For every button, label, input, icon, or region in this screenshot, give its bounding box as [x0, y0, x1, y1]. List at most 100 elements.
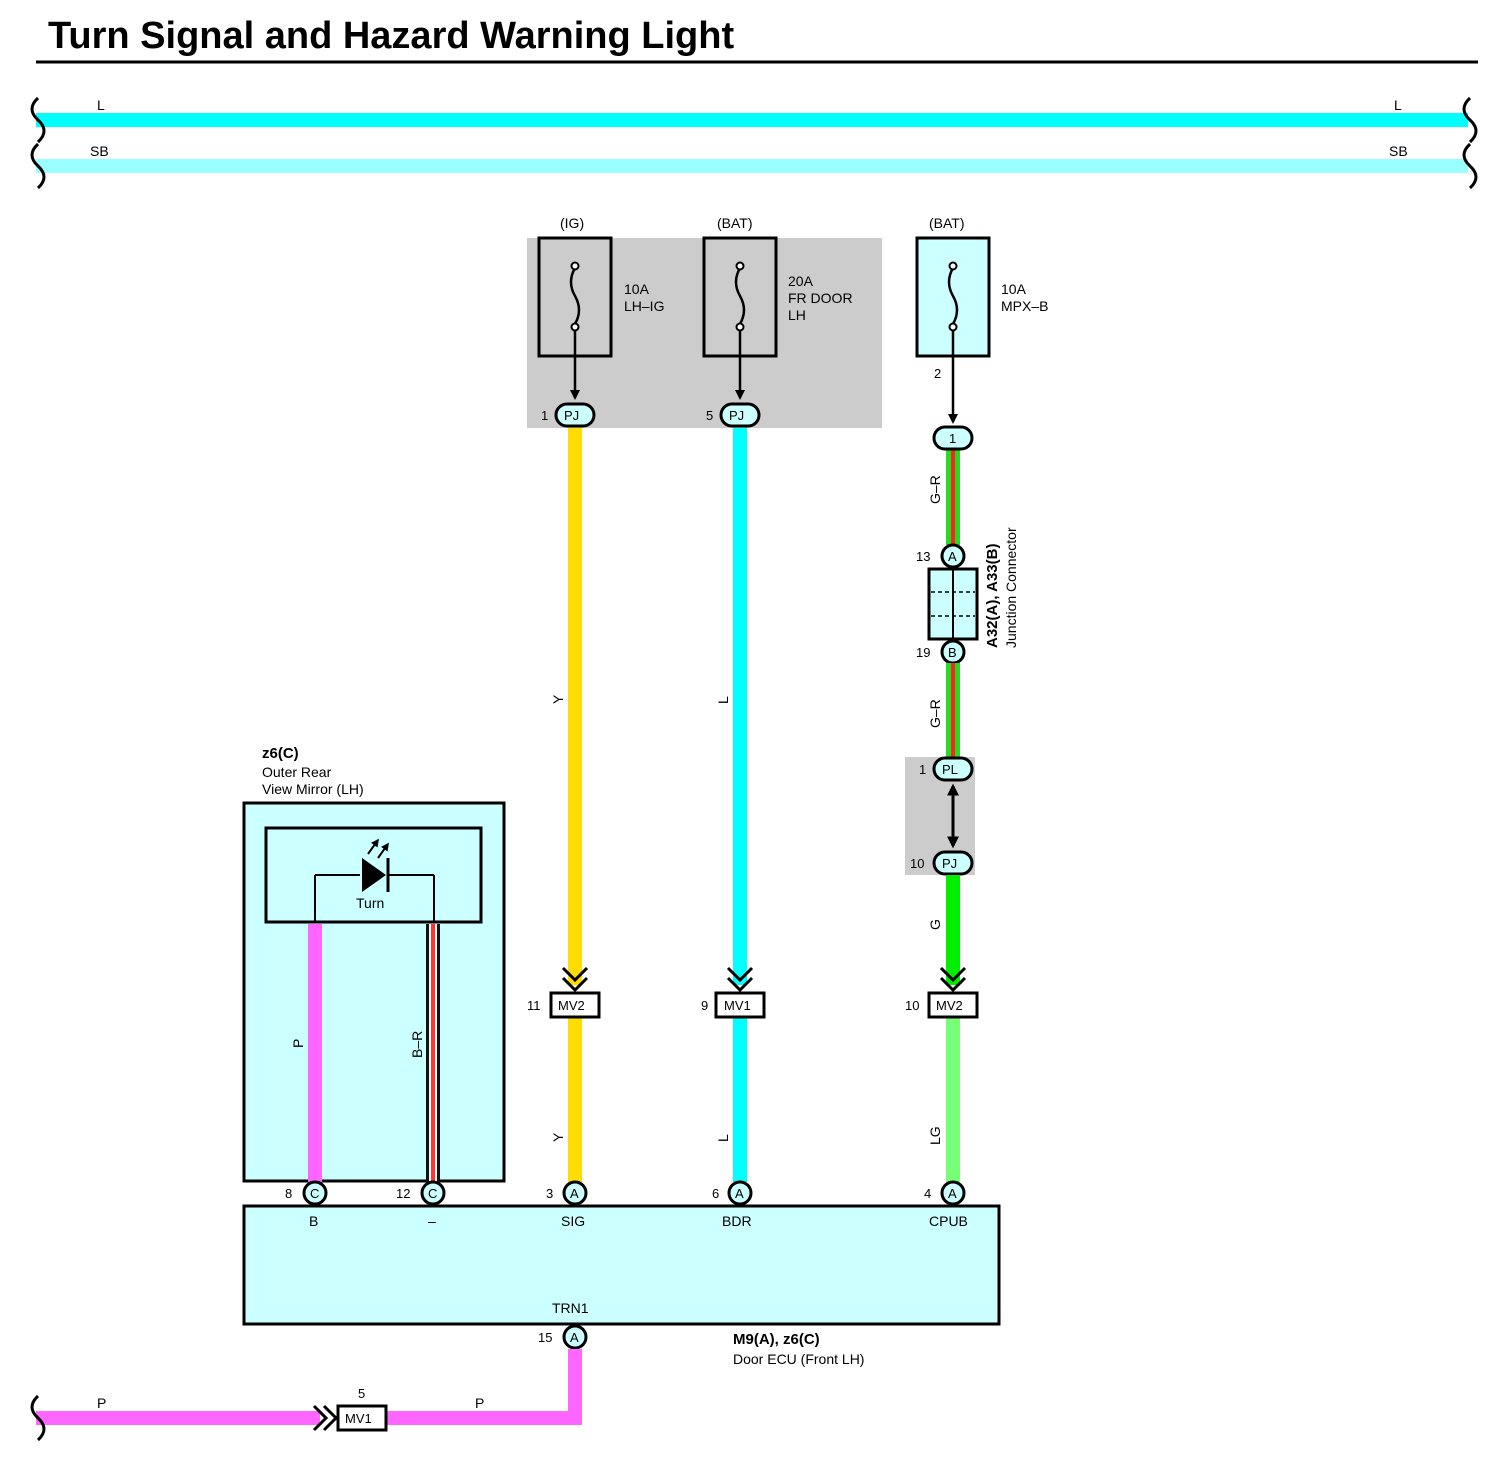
- ecu-pin-cpub-conn: A: [948, 1186, 957, 1201]
- pj-code: PJ: [942, 856, 957, 871]
- jc-b-code: B: [948, 645, 957, 660]
- wire-l-upper-label: L: [715, 696, 731, 704]
- connector-pj-5-code: PJ: [729, 408, 744, 423]
- connector-pj-1-code: PJ: [564, 408, 579, 423]
- wire-p-bottom-left-label: P: [97, 1395, 106, 1411]
- jc-a-pin: 13: [916, 549, 930, 564]
- connector-1: 1: [932, 425, 974, 451]
- mv1-bottom-pin: 5: [358, 1386, 365, 1401]
- junction-id: A32(A), A33(B): [984, 544, 1001, 648]
- bus-sb-label-left: SB: [90, 143, 109, 159]
- mv2-right-code: MV2: [936, 998, 963, 1013]
- bus-break-left-icon: [30, 1394, 46, 1442]
- connector-mv1-mid: MV1 9: [701, 966, 766, 1019]
- double-chevron-icon: [939, 966, 967, 993]
- mv1-bottom-code: MV1: [345, 1411, 372, 1426]
- ecu-pin-trn1-term: TRN1: [552, 1300, 589, 1316]
- ecu-pin-sig-conn: A: [570, 1186, 579, 1201]
- double-chevron-icon: [312, 1404, 339, 1432]
- connector-1-code: 1: [949, 431, 956, 446]
- mirror-id: z6(C): [262, 745, 299, 762]
- wire-g-r-lower: G–R: [927, 663, 960, 758]
- door-ecu: M9(A), z6(C) Door ECU (Front LH) C 8 B C…: [242, 1180, 1001, 1367]
- double-chevron-icon: [726, 966, 754, 993]
- ecu-id: M9(A), z6(C): [733, 1331, 820, 1348]
- pj-pin: 10: [910, 856, 924, 871]
- ecu-pin-trn1-num: 15: [538, 1330, 552, 1345]
- ecu-pin-b-term: B: [309, 1213, 318, 1229]
- wire-g-r-upper: G–R: [927, 450, 960, 545]
- bus-l: L L: [30, 96, 1478, 144]
- bus-sb: SB SB: [30, 142, 1478, 190]
- bus-break-right-icon: [1462, 96, 1478, 144]
- bus-break-left-icon: [30, 96, 46, 144]
- inline-connector-pl-pj: PL 1 PJ 10: [905, 756, 975, 876]
- ecu-pin-sig-num: 3: [546, 1186, 553, 1201]
- jc-b-pin: 19: [916, 645, 930, 660]
- ecu-pin-minus-conn: C: [428, 1186, 437, 1201]
- connector-mv2-right: MV2 10: [905, 966, 979, 1019]
- ecu-pin-b-conn: C: [310, 1186, 319, 1201]
- ecu-pin-minus-num: 12: [396, 1186, 410, 1201]
- jc-a-code: A: [948, 549, 957, 564]
- wire-l: L L: [715, 428, 747, 1182]
- junction-connector: A 13 B 19 A32(A), A33(B) Junction Connec…: [916, 527, 1019, 665]
- wire-p-bottom-right-label: P: [475, 1395, 484, 1411]
- ecu-pin-bdr-conn: A: [735, 1186, 744, 1201]
- fuse-icon: [734, 267, 746, 325]
- bus-break-right-icon: [1462, 142, 1478, 190]
- ecu-pin-minus: C 12 –: [396, 1180, 446, 1229]
- mv2-left-code: MV2: [558, 998, 585, 1013]
- wire-g-r-lower-label: G–R: [927, 699, 943, 728]
- fuse-mpx-b-pin: 2: [934, 366, 941, 381]
- wire-g: G: [927, 875, 960, 985]
- bus-l-label-left: L: [97, 97, 105, 113]
- mv1-mid-pin: 9: [701, 998, 708, 1013]
- fuse-fr-door-lh: (BAT) 20A FR DOOR LH: [702, 215, 853, 400]
- fuse-lh-ig-name: LH–IG: [624, 298, 664, 314]
- bus-break-left-icon: [30, 142, 46, 190]
- mirror-component: z6(C) Outer Rear View Mirror (LH) Turn P…: [242, 745, 506, 1183]
- page-title: Turn Signal and Hazard Warning Light: [48, 15, 734, 57]
- fuse-lh-ig: (IG) 10A LH–IG: [537, 215, 664, 400]
- ecu-pin-minus-term: –: [428, 1213, 436, 1229]
- fuse-lh-ig-source: (IG): [560, 215, 584, 231]
- fuse-fr-door-source: (BAT): [717, 215, 753, 231]
- wire-g-r-upper-label: G–R: [927, 475, 943, 504]
- connector-pj-5: PJ 5: [706, 402, 761, 428]
- fuse-lh-ig-rating: 10A: [624, 281, 650, 297]
- wire-lg: LG: [927, 1018, 960, 1182]
- ecu-pin-bdr-num: 6: [712, 1186, 719, 1201]
- ecu-pin-cpub-num: 4: [924, 1186, 931, 1201]
- mv2-right-pin: 10: [905, 998, 919, 1013]
- fuse-mpx-b-rating: 10A: [1001, 281, 1027, 297]
- mirror-lamp-label: Turn: [356, 895, 384, 911]
- connector-mv2-left: MV2 11: [527, 966, 601, 1019]
- bus-l-label-right: L: [1394, 97, 1402, 113]
- fuse-mpx-b-name: MPX–B: [1001, 298, 1048, 314]
- wire-g-label: G: [927, 919, 943, 930]
- mv1-mid-code: MV1: [724, 998, 751, 1013]
- ecu-pin-trn1-conn: A: [570, 1330, 579, 1345]
- fuse-icon: [947, 267, 959, 325]
- wire-y: Y Y: [550, 428, 582, 1182]
- fuse-mpx-b-source: (BAT): [929, 215, 965, 231]
- fuse-icon: [569, 267, 581, 325]
- connector-pj-1: PJ 1: [541, 402, 596, 428]
- wire-l-lower-label: L: [715, 1134, 731, 1142]
- ecu-pin-bdr-term: BDR: [722, 1213, 752, 1229]
- wire-p-mirror-label: P: [290, 1039, 306, 1048]
- ecu-pin-bdr: A 6 BDR: [712, 1180, 753, 1229]
- pl-code: PL: [942, 762, 958, 777]
- ecu-pin-cpub: A 4 CPUB: [924, 1180, 968, 1229]
- mv2-left-pin: 11: [527, 998, 541, 1013]
- fuse-fr-door-rating: 20A: [788, 273, 814, 289]
- mirror-name2: View Mirror (LH): [262, 781, 364, 797]
- ecu-pin-cpub-term: CPUB: [929, 1213, 968, 1229]
- wire-b-r-mirror-label: B–R: [409, 1031, 425, 1058]
- ecu-pin-trn1: TRN1 A 15: [538, 1300, 589, 1350]
- wire-lg-label: LG: [927, 1126, 943, 1145]
- pl-pin: 1: [919, 762, 926, 777]
- connector-pj-5-pin: 5: [706, 408, 713, 423]
